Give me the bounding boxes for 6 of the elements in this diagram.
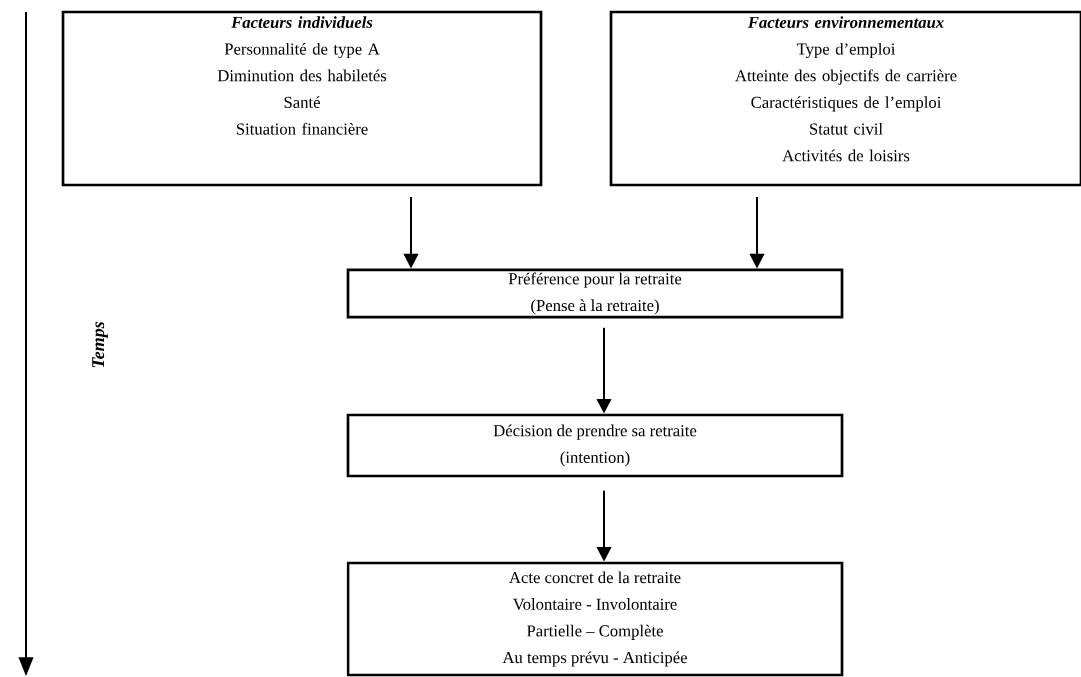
factor-box: Facteurs individuels Personnalité de type A Diminution des habiletés Santé Situation financière	[61, 10, 543, 187]
factor-box: Facteurs environnementaux Type d’emploi Atteinte des objectifs de carrière Caractéristiques de l’emploi Statut civil Activités de loisirs	[609, 10, 1081, 187]
stage-box: Acte concret de la retraite Volontaire - Involontaire Partielle – Complète Au temps prévu - Anticipée	[346, 561, 844, 677]
stage-box: Préférence pour la retraite (Pense à la retraite)	[346, 268, 844, 319]
axis-label: Temps	[92, 321, 108, 368]
stage-box: Décision de prendre sa retraite (intention)	[346, 413, 844, 478]
